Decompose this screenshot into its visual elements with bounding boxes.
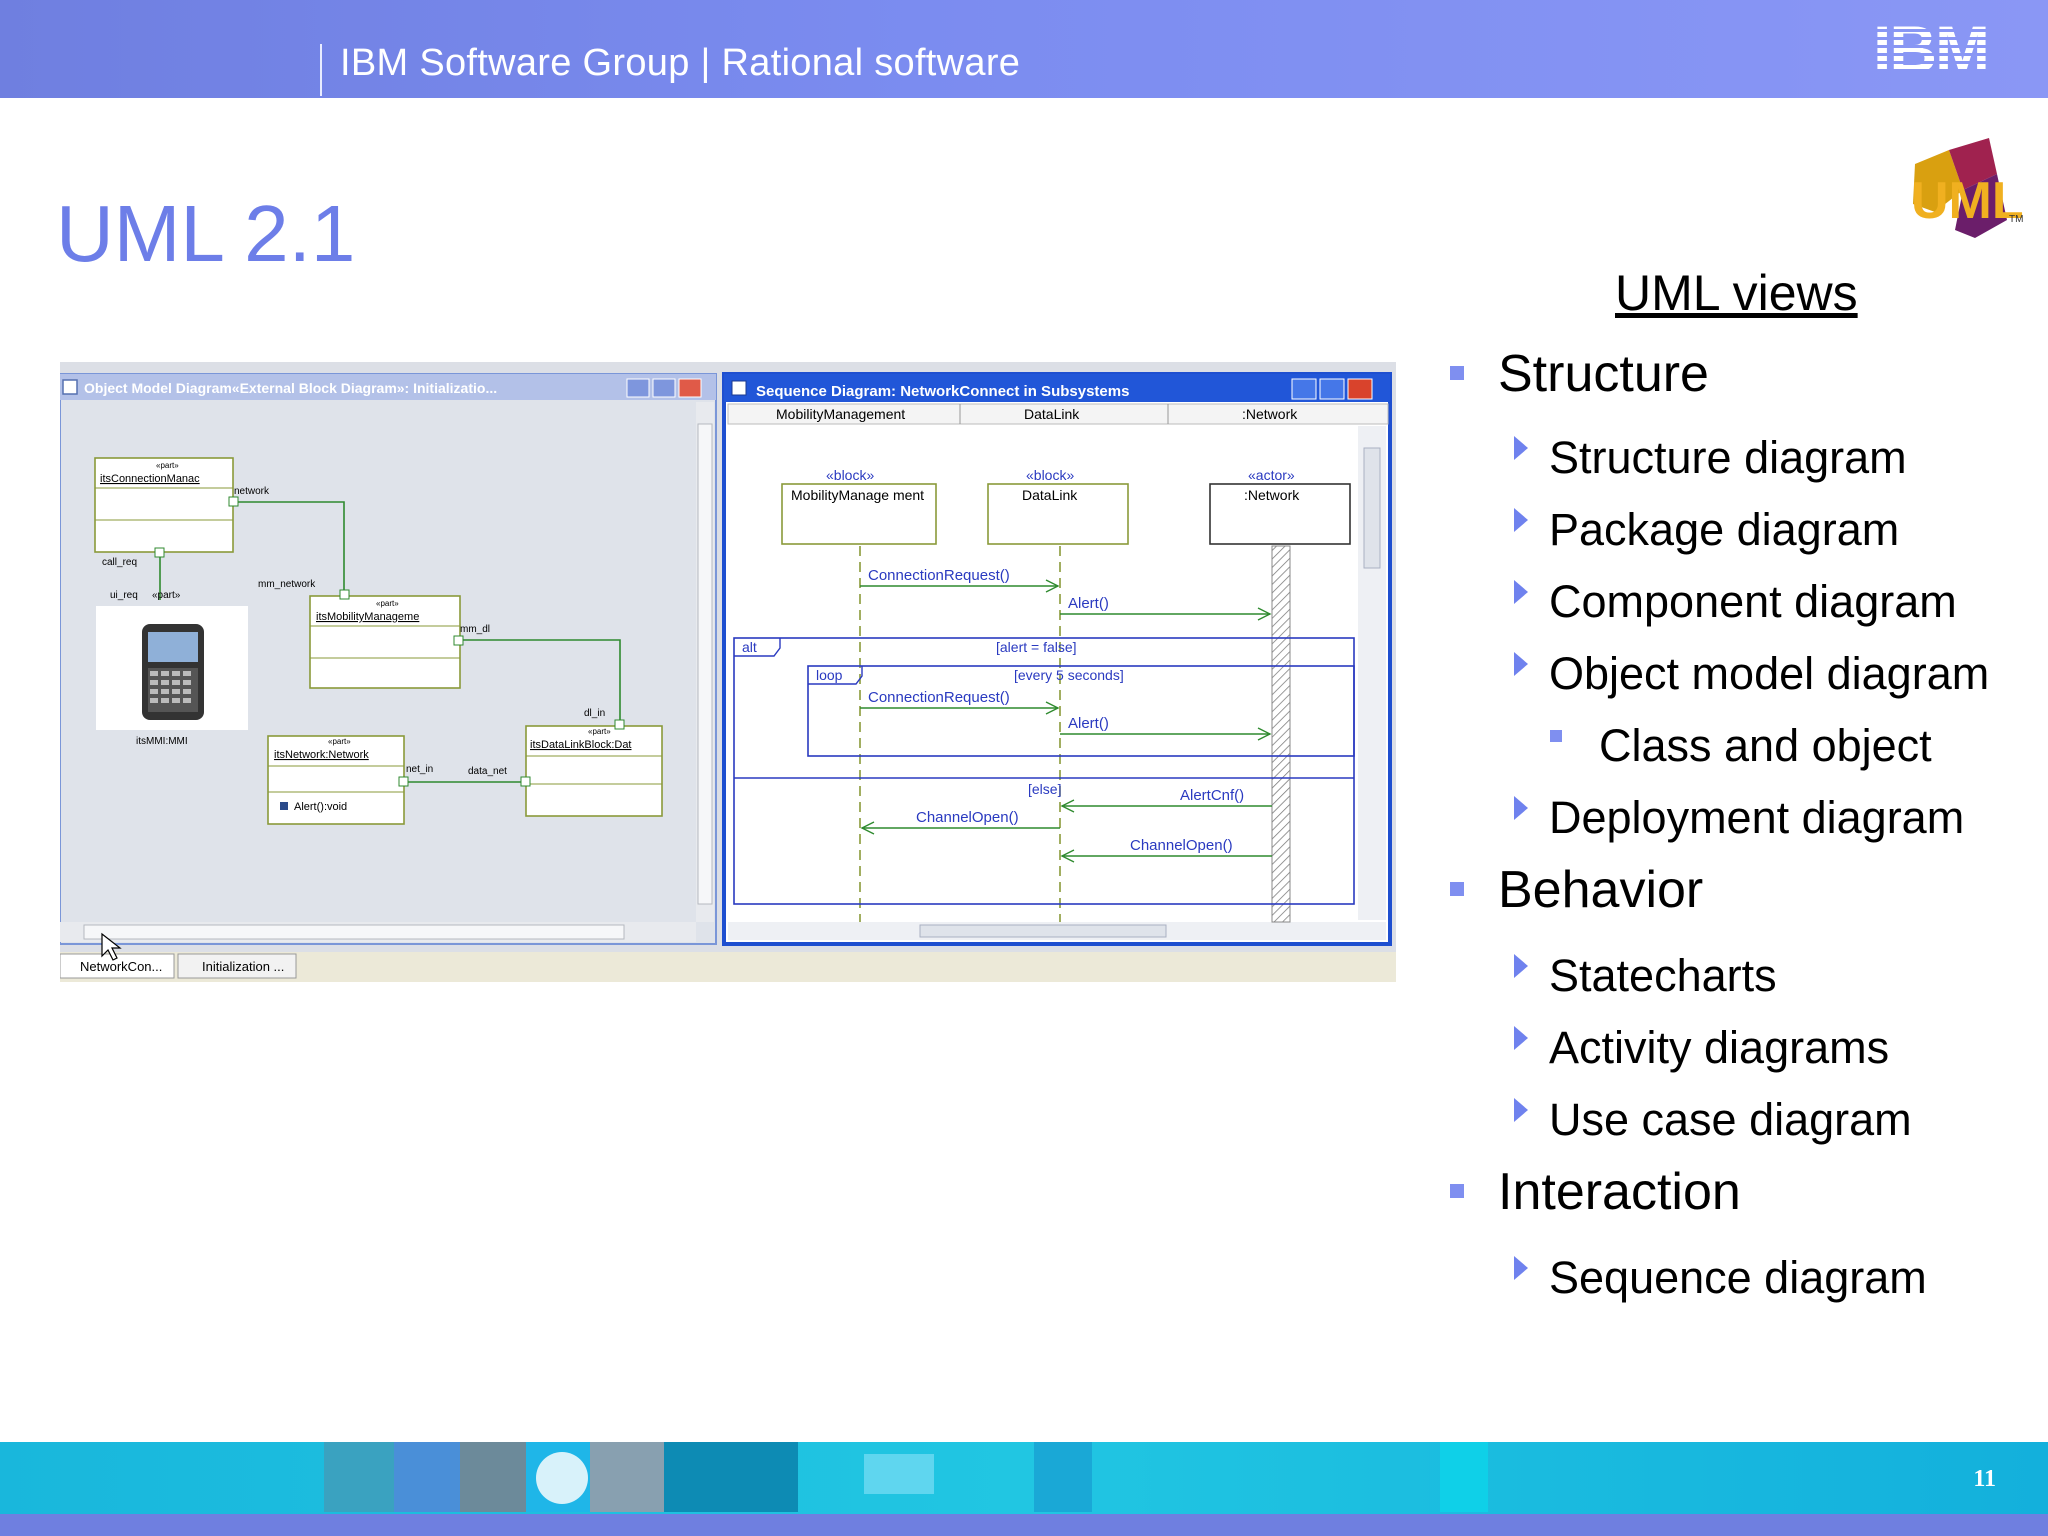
port-part: «part» bbox=[152, 590, 181, 601]
list-item-component-diagram: Component diagram bbox=[1549, 576, 1957, 627]
bullet-triangle-icon bbox=[1514, 796, 1528, 820]
object-model-window[interactable]: Object Model Diagram«External Block Diag… bbox=[59, 373, 717, 945]
port-call-req: call_req bbox=[102, 557, 137, 568]
lifeline-1-stereo: «block» bbox=[826, 467, 874, 483]
port-mm-dl: mm_dl bbox=[460, 624, 490, 635]
screenshot-canvas: Object Model Diagram«External Block Diag… bbox=[59, 362, 1396, 982]
list-item-package-diagram: Package diagram bbox=[1549, 504, 1900, 555]
footer-image-strip bbox=[324, 1442, 1488, 1512]
fragment-alt-guard: [alert = false] bbox=[996, 639, 1077, 655]
bullet-triangle-icon bbox=[1514, 436, 1528, 460]
uml-logo-letters: UML bbox=[1911, 172, 2024, 230]
msg-2: Alert() bbox=[1068, 595, 1109, 612]
port-mm-network: mm_network bbox=[258, 579, 316, 590]
fragment-loop: loop bbox=[816, 667, 843, 683]
header-divider bbox=[320, 44, 322, 96]
tab-initialization[interactable] bbox=[177, 953, 297, 979]
footer-band bbox=[0, 1514, 2048, 1536]
tab-initialization-label: Initialization ... bbox=[202, 959, 284, 974]
list-item-behavior: Behavior bbox=[1498, 861, 1704, 919]
msg-6: ChannelOpen() bbox=[916, 809, 1019, 826]
ibm-logo-text: IBM bbox=[1873, 16, 2015, 82]
lifeline-2-name: DataLink bbox=[1022, 487, 1078, 503]
bullet-square-icon bbox=[1450, 882, 1464, 896]
bullet-triangle-icon bbox=[1514, 508, 1528, 532]
mob-part-name: itsMobilityManageme bbox=[316, 611, 419, 623]
list-item-use-case-diagram: Use case diagram bbox=[1549, 1094, 1912, 1145]
list-item-structure: Structure bbox=[1498, 345, 1709, 403]
msg-1: ConnectionRequest() bbox=[868, 567, 1010, 584]
bullet-triangle-icon bbox=[1514, 580, 1528, 604]
slide-title: UML 2.1 bbox=[56, 189, 356, 278]
tool-screenshot: Object Model Diagram«External Block Diag… bbox=[59, 362, 1396, 982]
uml-logo: UML TM bbox=[1911, 138, 2024, 238]
list-item-sequence-diagram: Sequence diagram bbox=[1549, 1252, 1927, 1303]
tab-networkcon-label: NetworkCon... bbox=[80, 959, 162, 974]
conn-part-name: itsConnectionManac bbox=[100, 473, 200, 485]
port-network: network bbox=[234, 486, 270, 497]
mob-part-stereo: «part» bbox=[376, 599, 399, 608]
mmi-label: itsMMI:MMI bbox=[136, 736, 188, 747]
col-mobility: MobilityManagement bbox=[776, 406, 905, 422]
fragment-else: [else] bbox=[1028, 781, 1061, 797]
dl-part-name: itsDataLinkBlock:Dat bbox=[530, 739, 632, 751]
ibm-logo: IBM bbox=[1873, 16, 2015, 82]
msg-4: Alert() bbox=[1068, 715, 1109, 732]
net-part-op: Alert():void bbox=[294, 801, 347, 813]
port-ui-req: ui_req bbox=[110, 590, 138, 601]
bullet-square-icon bbox=[1450, 366, 1464, 380]
net-part-name: itsNetwork:Network bbox=[274, 749, 369, 761]
lifeline-3-stereo: «actor» bbox=[1248, 467, 1295, 483]
port-data-net: data_net bbox=[468, 766, 507, 777]
footer-banner bbox=[0, 1442, 2048, 1536]
object-model-window-title: Object Model Diagram«External Block Diag… bbox=[84, 380, 497, 396]
lifeline-3-name: :Network bbox=[1244, 487, 1300, 503]
port-net-in: net_in bbox=[406, 764, 433, 775]
dl-part-stereo: «part» bbox=[588, 727, 611, 736]
sequence-window-title: Sequence Diagram: NetworkConnect in Subs… bbox=[756, 383, 1129, 400]
page-number: 11 bbox=[1973, 1466, 1996, 1492]
lifeline-1-name: MobilityManage ment bbox=[791, 487, 924, 503]
list-item-class-and-object: Class and object bbox=[1599, 720, 1932, 771]
bullet-triangle-icon bbox=[1514, 954, 1528, 978]
uml-logo-tm: TM bbox=[2009, 214, 2023, 225]
mouse-cursor-icon bbox=[101, 932, 122, 961]
conn-part-stereo: «part» bbox=[156, 461, 179, 470]
col-datalink: DataLink bbox=[1024, 406, 1080, 422]
bullet-triangle-icon bbox=[1514, 652, 1528, 676]
diagram-tabs: NetworkCon... Initialization ... bbox=[59, 953, 297, 979]
list-item-deployment-diagram: Deployment diagram bbox=[1549, 792, 1965, 843]
list-item-activity-diagrams: Activity diagrams bbox=[1549, 1022, 1890, 1073]
bullet-square-icon bbox=[1450, 1184, 1464, 1198]
uml-views-heading: UML views bbox=[1615, 265, 1858, 321]
msg-5: AlertCnf() bbox=[1180, 787, 1244, 804]
list-item-statecharts: Statecharts bbox=[1549, 950, 1777, 1001]
sequence-diagram-window[interactable]: Sequence Diagram: NetworkConnect in Subs… bbox=[722, 372, 1392, 946]
bullet-triangle-icon bbox=[1514, 1098, 1528, 1122]
mobile-phone-image bbox=[142, 624, 204, 720]
col-network: :Network bbox=[1242, 406, 1298, 422]
bullet-small-square-icon bbox=[1550, 730, 1562, 742]
bullet-triangle-icon bbox=[1514, 1256, 1528, 1280]
list-item-interaction: Interaction bbox=[1498, 1163, 1741, 1221]
list-item-structure-diagram: Structure diagram bbox=[1549, 432, 1907, 483]
lifeline-2-stereo: «block» bbox=[1026, 467, 1074, 483]
fragment-loop-guard: [every 5 seconds] bbox=[1014, 667, 1124, 683]
fragment-alt: alt bbox=[742, 639, 757, 655]
list-item-object-model-diagram: Object model diagram bbox=[1549, 648, 1990, 699]
net-part-stereo: «part» bbox=[328, 737, 351, 746]
header-group-title: IBM Software Group | Rational software bbox=[340, 42, 1021, 84]
port-dl-in: dl_in bbox=[584, 708, 605, 719]
header-bar: IBM Software Group | Rational software I… bbox=[0, 0, 2048, 98]
msg-7: ChannelOpen() bbox=[1130, 837, 1233, 854]
msg-3: ConnectionRequest() bbox=[868, 689, 1010, 706]
bullet-triangle-icon bbox=[1514, 1026, 1528, 1050]
